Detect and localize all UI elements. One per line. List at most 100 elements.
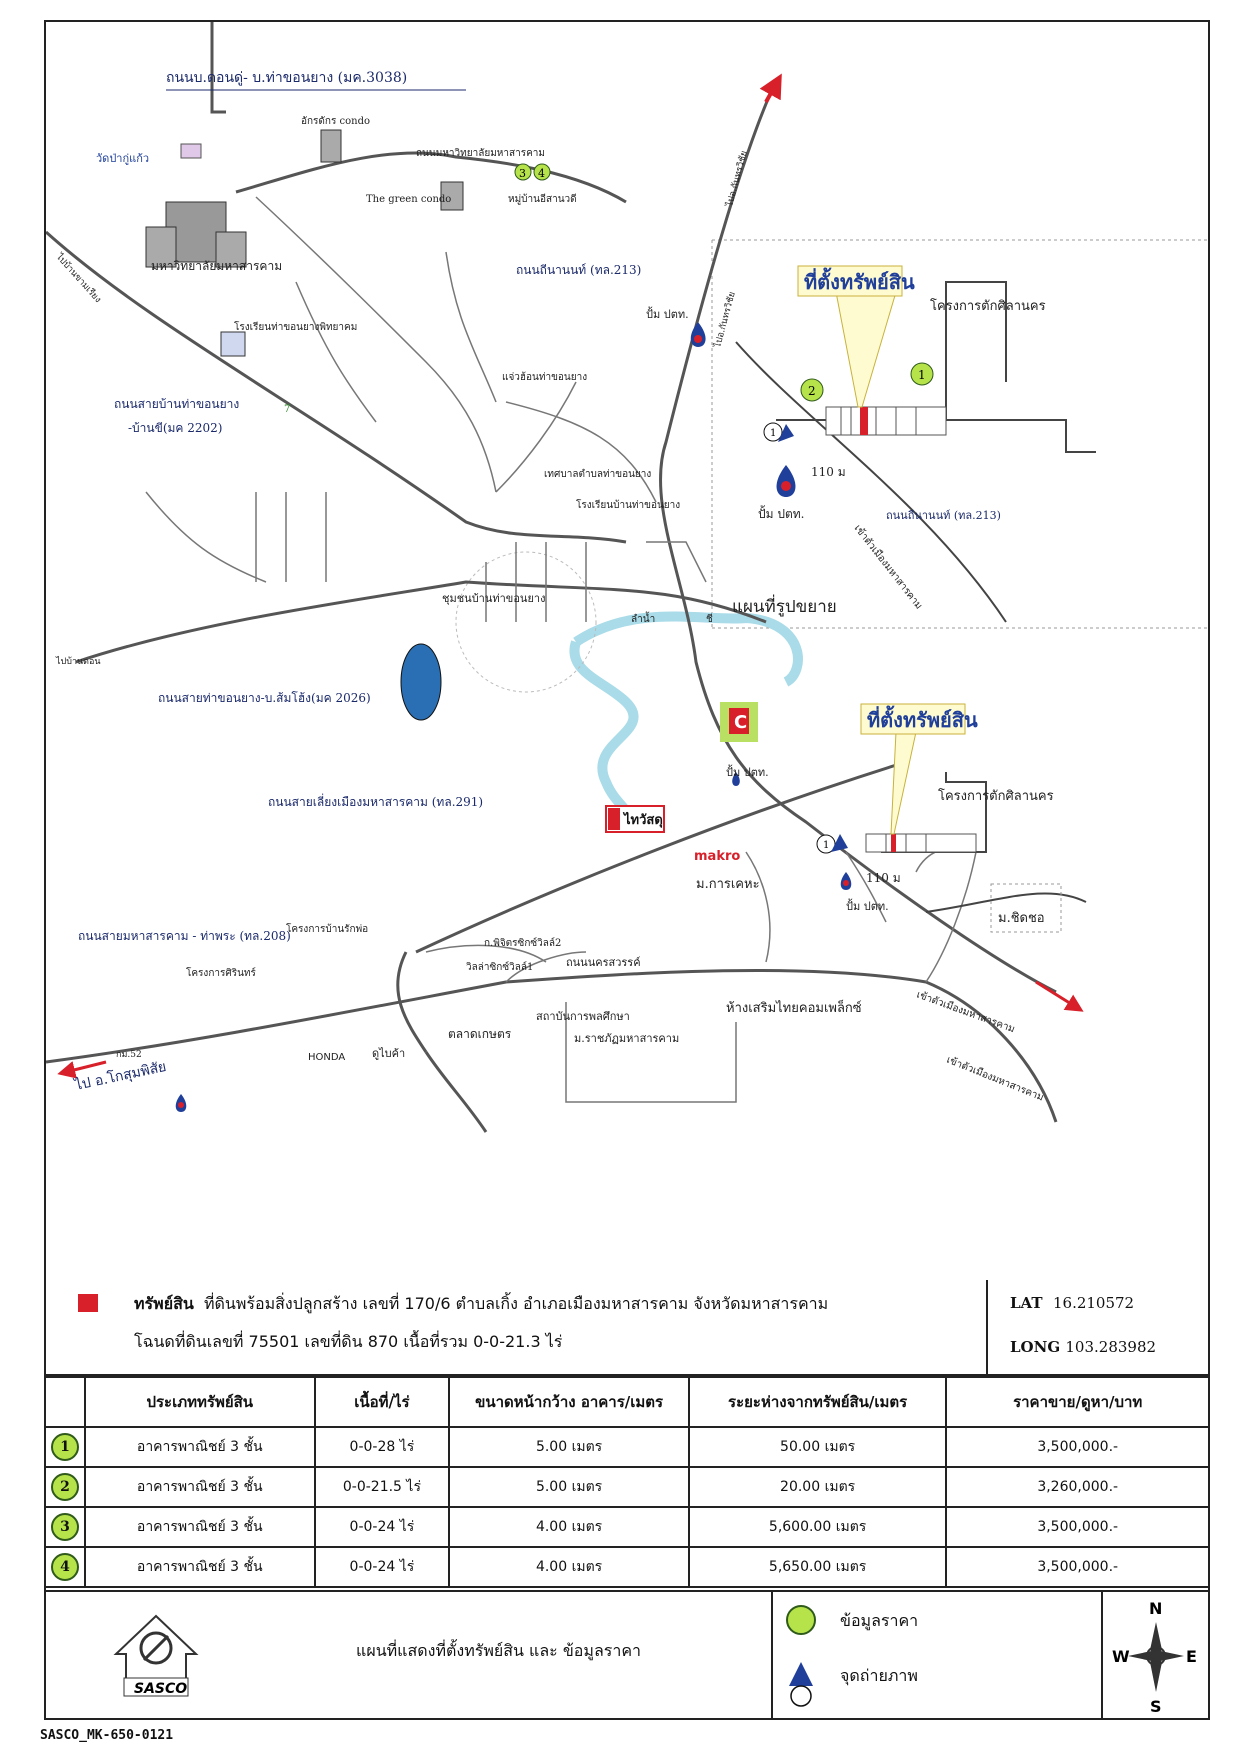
header-width: ขนาดหน้ากว้าง อาคาร/เมตร [448, 1376, 690, 1428]
cell-type: อาคารพาณิชย์ 3 ชั้น [83, 1466, 316, 1508]
makro-logo: makro [694, 849, 740, 864]
cell-type: อาคารพาณิชย์ 3 ชั้น [83, 1426, 316, 1468]
road-univ [235, 151, 627, 204]
seven-eleven-icon: 7 [284, 404, 290, 415]
ptt-icon [690, 322, 706, 347]
bigc-label: C [734, 712, 747, 733]
ptt-inset-label: ปั้ม ปตท. [758, 505, 804, 521]
road-label-univ: ถนนมหาวิทยาลัยมหาสารคาม [416, 148, 545, 159]
road-label-3038: ถนนบ.ดอนดู่- บ.ท่าขอนยาง (มค.3038) [166, 70, 407, 86]
inset-top-parcels [825, 406, 947, 436]
ptt-icon [732, 772, 740, 786]
property-parcel-bottom [891, 834, 896, 852]
photo-point-bottom-icon: 1 [816, 834, 848, 854]
photo-point-top-icon: 1 [763, 422, 794, 442]
ptt3-label: ปั้ม ปตท. [846, 898, 889, 913]
marker-3-label: 3 [519, 167, 526, 180]
price-marker-3: 3 [514, 163, 532, 181]
ptt-icon [175, 1094, 187, 1112]
lake [400, 643, 442, 721]
to-city-label-2: เข้าตัวเมืองมหาสารคาม [945, 1054, 1046, 1104]
cell-area: 0-0-24 ไร่ [313, 1506, 451, 1548]
school1-label: โรงเรียนท่าขอนยางพิทยาคม [234, 320, 357, 333]
price-legend-icon [786, 1605, 816, 1635]
cell-price: 3,500,000.- [945, 1426, 1210, 1468]
community-label: ชุมชนบ้านท่าขอนยาง [442, 592, 545, 605]
to-kosum-label: ไป อ.โกสุมพิสัย [72, 1058, 167, 1094]
ptt-icon [840, 872, 852, 890]
cell-width: 5.00 เมตร [448, 1426, 690, 1468]
to-city-inset-label: เข้าตัวเมืองมหาสารคาม [852, 522, 925, 611]
village-label: หมู่บ้านอีสานวดี [508, 193, 577, 205]
municipality-label: เทศบาลตำบลท่าขอนยาง [544, 469, 651, 480]
dist-bottom-label: 110 ม [866, 871, 901, 885]
compass-s: S [1150, 1697, 1162, 1716]
enlarge-label: แผนที่รูปขยาย [732, 594, 837, 617]
long-value: 103.283982 [1065, 1338, 1157, 1356]
kpn2-label: ก.พิจิตรซิกซ์วิลล์2 [484, 937, 561, 949]
row-marker-icon: 3 [50, 1513, 79, 1541]
green-condo-icon [440, 181, 464, 211]
wat-label: วัดป่ากู่แก้ว [96, 152, 149, 165]
compass-w: W [1112, 1647, 1130, 1666]
project-banrak-label: โครงการบ้านรักพ่อ [286, 922, 368, 935]
road-label-208: ถนนสายมหาสารคาม - ท่าพระ (ทล.208) [78, 929, 291, 943]
road-208 [46, 968, 1058, 1123]
asset-label: ทรัพย์สิน [134, 1294, 194, 1313]
cell-width: 5.00 เมตร [448, 1466, 690, 1508]
minor-roads [145, 196, 977, 1103]
cell-area: 0-0-24 ไร่ [313, 1546, 451, 1588]
university-label: มหาวิทยาลัยมหาสารคาม [151, 259, 282, 273]
legend-price-label: ข้อมูลราคา [840, 1611, 919, 1630]
nakhon-sawan-label: ถนนนครสวรรค์ [566, 956, 641, 969]
inset-top-roads [735, 281, 1096, 623]
cell-type: อาคารพาณิชย์ 3 ชั้น [83, 1506, 316, 1548]
agri-institute-label: สถาบันการพลศึกษา [536, 1010, 630, 1023]
svg-text:1: 1 [823, 840, 829, 851]
project-sirin-label: โครงการศิรินทร์ [186, 966, 257, 979]
cell-area: 0-0-28 ไร่ [313, 1426, 451, 1468]
footer-title: แผนที่แสดงที่ตั้งทรัพย์สิน และ ข้อมูลราค… [356, 1641, 642, 1660]
cell-area: 0-0-21.5 ไร่ [313, 1466, 451, 1508]
lat-label: LAT [1010, 1294, 1043, 1312]
green-condo-label: The green condo [366, 194, 451, 205]
legend-icons [786, 1605, 816, 1707]
dubai-label: ดูไบค้า [372, 1047, 405, 1060]
ptt2-label: ปั้ม ปตท. [726, 764, 769, 779]
asset-info: ทรัพย์สิน ที่ดินพร้อมสิ่งปลูกสร้าง เลขที… [44, 1280, 1210, 1376]
ptt1-label: ปั้ม ปตท. [646, 306, 689, 321]
road-2202 [46, 230, 627, 544]
to-nongbua-label: ไปบ้านดอน [55, 656, 101, 667]
cell-distance: 20.00 เมตร [687, 1466, 948, 1508]
table-row: 4 อาคารพาณิชย์ 3 ชั้น 0-0-24 ไร่ 4.00 เม… [44, 1546, 1210, 1588]
header-type: ประเภททรัพย์สิน [83, 1376, 316, 1428]
project-bottom-label: โครงการตักศิลานคร [938, 788, 1054, 804]
dist-top-label: 110 ม [811, 465, 846, 479]
thaiwatsadu-label: ไทวัสดุ [622, 811, 663, 828]
inset-bottom-parcels [865, 833, 977, 853]
property-legend-square [78, 1294, 98, 1312]
header-no [44, 1376, 86, 1428]
honda-logo: HONDA [308, 1052, 345, 1063]
university-building-icon [145, 201, 247, 268]
cell-price: 3,260,000.- [945, 1466, 1210, 1508]
clinic-label: แจ่วฮ้อนท่าขอนยาง [502, 371, 587, 383]
table-row: 3 อาคารพาณิชย์ 3 ชั้น 0-0-24 ไร่ 4.00 เม… [44, 1506, 1210, 1548]
table-header-row: ประเภททรัพย์สิน เนื้อที่/ไร่ ขนาดหน้ากว้… [44, 1376, 1210, 1428]
svg-text:2: 2 [808, 384, 816, 398]
property-parcel-top [860, 407, 868, 435]
condo-label: อักรดักร condo [301, 116, 370, 127]
compass-n: N [1149, 1599, 1162, 1618]
wat-icon [180, 143, 202, 159]
svg-text:1: 1 [918, 368, 926, 382]
to-kantharawichai-label: ไปอ.กันทรวิชัย [724, 150, 750, 209]
school2-label: โรงเรียนบ้านท่าขอนยาง [576, 498, 680, 511]
footer: SASCO แผนที่แสดงที่ตั้งทรัพย์สิน และ ข้อ… [44, 1590, 1210, 1720]
cell-distance: 5,650.00 เมตร [687, 1546, 948, 1588]
kankheha-label: ม.การเคหะ [696, 877, 760, 892]
school-flag-icon [220, 331, 246, 357]
cell-distance: 50.00 เมตร [687, 1426, 948, 1468]
price-marker-1-inset: 1 [910, 362, 934, 386]
long-label: LONG [1010, 1338, 1061, 1356]
sasco-logo: SASCO [113, 1614, 199, 1697]
